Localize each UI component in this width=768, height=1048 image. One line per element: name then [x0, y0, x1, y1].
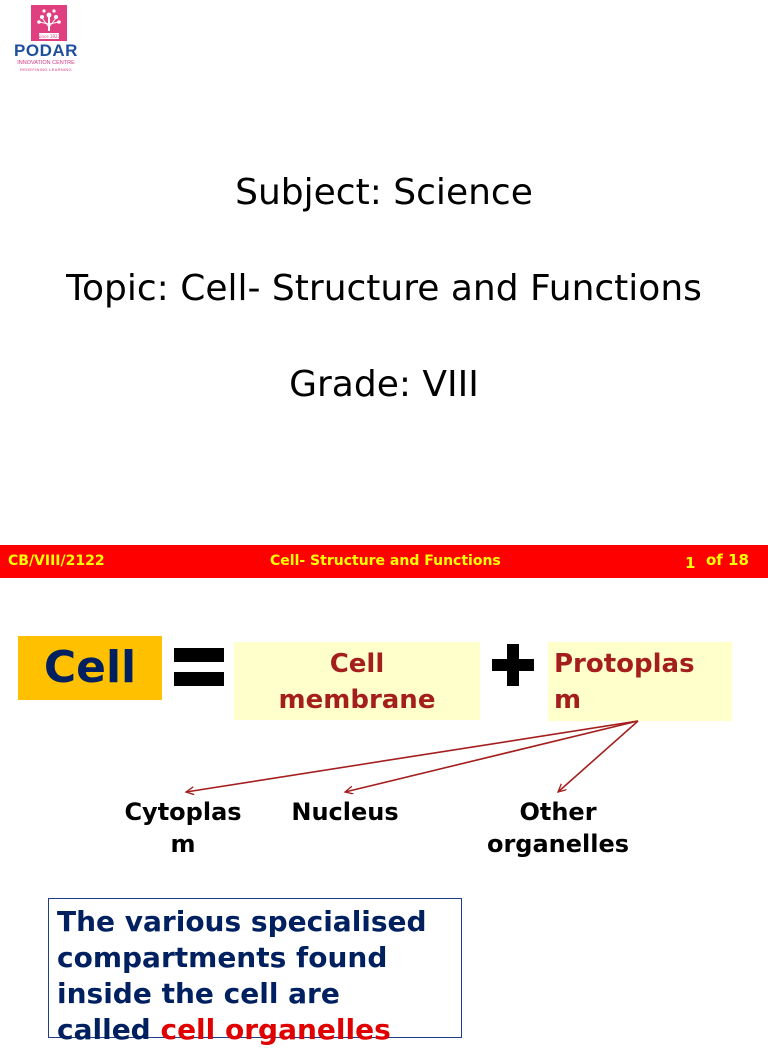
desc-line-3: inside the cell are: [57, 977, 340, 1010]
desc-line-4-start: called: [57, 1013, 161, 1046]
footer-title: Cell- Structure and Functions: [270, 553, 501, 569]
membrane-line-2: membrane: [278, 685, 436, 715]
cell-diagram-slide: Cell Cell membrane Protoplas m Cytoplas …: [0, 578, 768, 1046]
page-total: of 18: [706, 551, 749, 569]
subject-line: Subject: Science: [235, 172, 533, 213]
arrow-to-cytoplasm: [186, 720, 639, 792]
grade-line: Grade: VIII: [289, 364, 479, 405]
cell-organelles-term: cell organelles: [160, 1013, 391, 1046]
cytoplasm-label: Cytoplas m: [108, 796, 258, 860]
desc-line-1: The various specialised: [57, 905, 427, 938]
arrow-to-nucleus: [345, 720, 639, 792]
logo-tagline: REDEFINING LEARNING: [20, 67, 72, 72]
organelles-description: The various specialised compartments fou…: [48, 898, 462, 1046]
footer-code: CB/VIII/2122: [8, 553, 105, 569]
membrane-line-1: Cell: [329, 649, 385, 679]
organelles-line-2: organelles: [486, 830, 630, 858]
protoplasm-box: Protoplas m: [548, 642, 732, 721]
cell-membrane-box: Cell membrane: [234, 642, 480, 720]
logo-name: PODAR: [14, 41, 78, 60]
organelles-label: Other organelles: [468, 796, 648, 860]
branch-arrows: [0, 720, 639, 1024]
nucleus-label: Nucleus: [291, 798, 399, 826]
cytoplasm-line-2: m: [170, 830, 196, 858]
logo-subtitle: INNOVATION CENTRE: [17, 60, 75, 66]
podar-logo: Since 1927 PODAR INNOVATION CENTRE REDEF…: [6, 4, 86, 74]
arrow-to-organelles: [558, 720, 639, 792]
title-slide: Since 1927 PODAR INNOVATION CENTRE REDEF…: [6, 4, 702, 405]
cytoplasm-line-1: Cytoplas: [124, 798, 242, 826]
tree-emblem-icon: Since 1927: [31, 5, 67, 41]
cell-box: Cell: [18, 636, 162, 700]
logo-since-text: Since 1927: [38, 34, 61, 39]
topic-line: Topic: Cell- Structure and Functions: [66, 268, 702, 309]
desc-line-4: called cell organelles: [57, 1012, 453, 1048]
desc-line-2: compartments found: [57, 941, 388, 974]
page-number: 1: [685, 554, 696, 572]
equals-sign: [174, 644, 224, 688]
plus-sign: [492, 644, 534, 686]
slide-footer: CB/VIII/2122 Cell- Structure and Functio…: [0, 545, 768, 578]
protoplasm-line-2: m: [554, 685, 582, 715]
organelles-line-1: Other: [519, 798, 597, 826]
protoplasm-line-1: Protoplas: [554, 649, 695, 679]
